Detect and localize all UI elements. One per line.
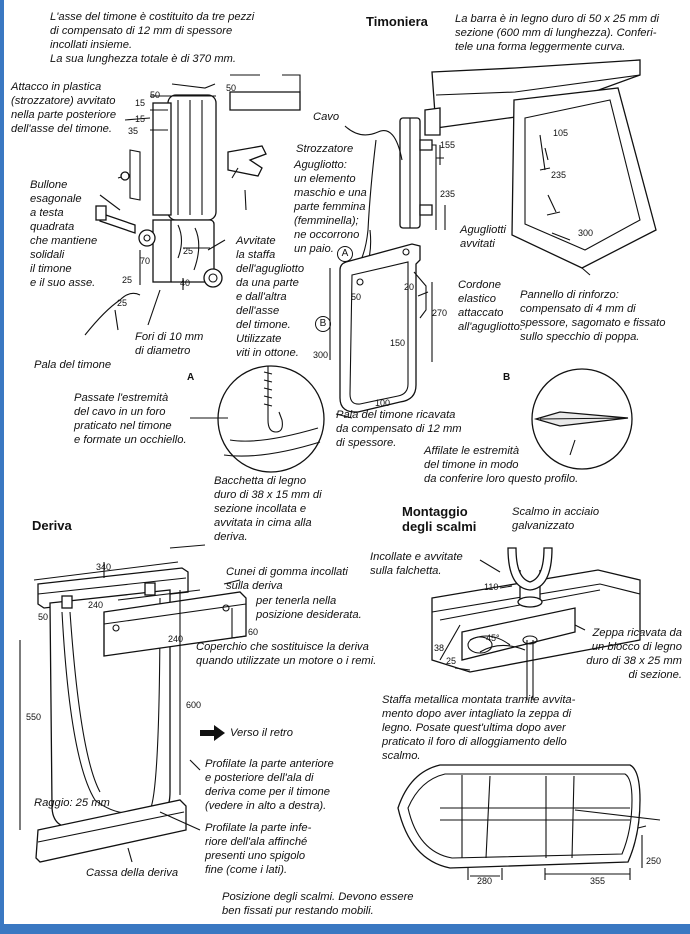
dim-15-b: 15 [135,114,146,124]
frame-border-bottom [0,924,690,934]
dim-340: 340 [96,562,112,572]
dim-25-d: 25 [446,656,457,666]
tiller-transom-drawing [344,59,657,276]
dim-300-b: 300 [313,350,329,360]
label-coperchio: Coperchio che sostituisce la deriva quan… [196,641,377,667]
label-staffa-metallica: Staffa metallica montata tramite avvita-… [382,694,576,762]
label-agugliotto: Agugliotto: un elemento maschio e una pa… [294,159,367,255]
rowlock-drawing [431,547,641,700]
label-verso-retro: Verso il retro [230,727,294,739]
label-cordone: Cordone elastico attaccato all'agugliott… [458,279,523,333]
label-attacco: Attacco in plastica (strozzatore) avvita… [11,81,117,135]
dim-25-c: 25 [117,298,128,308]
centreboard-drawing [19,544,247,863]
dim-235-a: 235 [440,189,456,199]
dim-25-a: 25 [183,246,194,256]
label-bacchetta: Bacchetta di legno duro di 38 x 15 mm di… [214,475,322,543]
dim-38: 38 [434,643,445,653]
dim-355: 355 [590,876,606,886]
dim-280: 280 [477,876,493,886]
label-barra: La barra è in legno duro di 50 x 25 mm d… [455,13,659,53]
dim-15-a: 15 [135,98,146,108]
label-incollate: Incollate e avvitate sulla falchetta. [370,551,463,577]
dim-110: 110 [484,582,499,592]
label-fori: Fori di 10 mm di diametro [135,331,204,357]
label-cunei: Cunei di gomma incollati sulla deriva [226,566,348,592]
dim-40: 40 [180,278,191,288]
label-avvitate-staffa: Avvitate la staffa dell'agugliotto da un… [236,235,305,359]
label-scalmo: Scalmo in acciaio galvanizzato [512,506,600,532]
label-pannello: Pannello di rinforzo: compensato di 4 mm… [520,289,666,343]
label-cavo: Cavo [313,111,340,123]
dim-45-deg: 45° [486,633,500,643]
label-pala: Pala del timone [34,359,112,371]
dim-50-a: 50 [150,90,161,100]
dim-20: 20 [404,282,415,292]
label-cassa-deriva: Cassa della deriva [86,867,179,879]
dim-105: 105 [553,128,569,138]
dim-70: 70 [140,256,151,266]
label-agugliotti-avvitati: Agugliotti avvitati [460,224,507,250]
dim-35: 35 [128,126,139,136]
label-bullone: Bullone esagonale a testa quadrata che m… [30,179,98,289]
dim-270: 270 [432,308,448,318]
dim-240-b: 240 [168,634,184,644]
label-posizione-scalmi: Posizione degli scalmi. Devono essere be… [222,891,414,917]
dim-150: 150 [390,338,406,348]
dim-300-a: 300 [578,228,594,238]
dim-50-d: 50 [38,612,49,622]
circle-marker-a: A [337,246,353,262]
dim-240-a: 240 [88,600,104,610]
panel-label-b: B [503,372,511,383]
rudder-blade-drawing [329,243,433,419]
frame-border-left [0,0,4,934]
dim-60: 60 [248,627,259,637]
label-affilate: Affilate le estremità del timone in modo… [424,445,579,485]
boat-plan-drawing [397,764,661,880]
detail-a-drawing [190,365,325,473]
heading-timoniera: Timoniera [366,14,428,29]
dim-25-b: 25 [122,275,133,285]
label-pala-ricavata: Pala del timone ricavata da compensato d… [336,409,462,449]
label-tenerla: per tenerla nella posizione desiderata. [256,595,362,621]
circle-marker-b: B [315,316,331,332]
label-profilate-anteriore: Profilate la parte anteriore e posterior… [205,758,334,812]
dim-250: 250 [646,856,662,866]
dim-50-b: 50 [226,83,237,93]
rudder-stock-drawing [84,74,301,336]
dim-100: 100 [375,398,391,408]
label-profilate-inferiore: Profilate la parte infe- riore dell'ala … [205,822,312,876]
label-passate: Passate l'estremità del cavo in un foro … [74,392,187,446]
dim-50-c: 50 [351,292,362,302]
label-strozzatore: Strozzatore [296,143,354,155]
label-zeppa: Zeppa ricavata da un blocco di legno dur… [586,627,682,681]
dim-550: 550 [26,712,42,722]
dim-235-b: 235 [551,170,567,180]
label-asse-timone: L'asse del timone è costituito da tre pe… [50,11,255,65]
panel-label-a: A [187,372,195,383]
heading-deriva: Deriva [32,518,72,533]
heading-montaggio-scalmi: Montaggio degli scalmi [402,504,477,534]
label-raggio: Raggio: 25 mm [34,797,110,809]
dim-600: 600 [186,700,202,710]
detail-b-drawing [531,368,633,470]
dim-155: 155 [440,140,456,150]
